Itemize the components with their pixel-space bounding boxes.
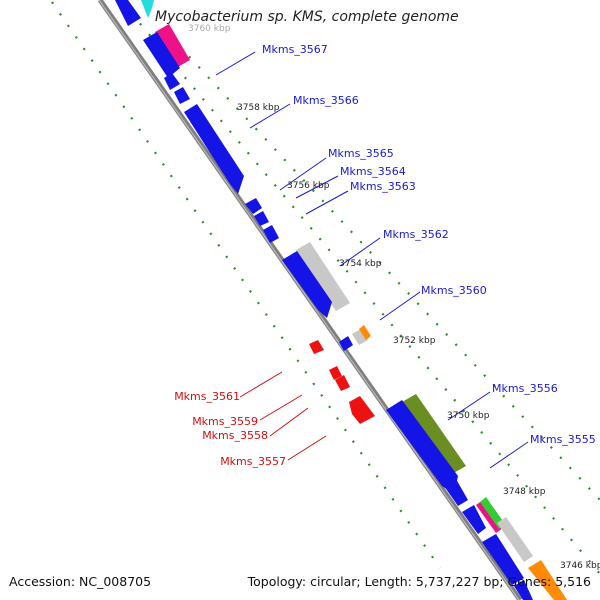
genome-axis [97, 0, 523, 600]
gene-label[interactable]: Mkms_3561 [174, 390, 240, 403]
gene-arrow [115, 0, 141, 26]
gene-label[interactable]: Mkms_3555 [530, 433, 596, 446]
gene-label[interactable]: Mkms_3556 [492, 382, 558, 395]
gene-arrow [335, 375, 350, 391]
gene-label[interactable]: Mkms_3559 [192, 415, 258, 428]
map-title: Mycobacterium sp. KMS, complete genome [155, 9, 459, 25]
orange-feature [359, 325, 371, 340]
reverse-strand-track [309, 340, 375, 424]
gene-arrow [339, 336, 353, 351]
gene-label[interactable]: Mkms_3565 [328, 147, 394, 160]
label-leader-lines [215, 51, 529, 469]
gene-arrow [462, 505, 486, 534]
gene-arrow [329, 366, 342, 380]
scale-label: 3748 kbp [503, 487, 546, 497]
scale-labels: 3760 kbp 3758 kbp 3756 kbp 3754 kbp 3752… [188, 24, 600, 571]
scale-label: 3746 kbp [560, 561, 600, 571]
gene-arrow [254, 211, 269, 226]
gene-label[interactable]: Mkms_3558 [202, 429, 268, 442]
multicolor-feature [480, 497, 505, 529]
scale-label: 3758 kbp [237, 103, 280, 113]
gene-label[interactable]: Mkms_3564 [340, 165, 406, 178]
scale-label: 3752 kbp [393, 336, 436, 346]
scale-label: 3750 kbp [447, 411, 490, 421]
pink-feature [155, 24, 190, 68]
gene-arrow [174, 87, 190, 104]
scale-label: 3756 kbp [287, 181, 330, 191]
cyan-feature [141, 0, 154, 18]
gene-arrow [184, 104, 244, 194]
gray-feature [352, 329, 368, 345]
gene-arrow [482, 534, 524, 585]
gene-arrow [282, 251, 332, 318]
gene-label[interactable]: Mkms_3562 [383, 228, 449, 241]
gene-arrow [143, 32, 180, 78]
gene-label[interactable]: Mkms_3557 [220, 455, 286, 468]
feature-track [141, 0, 567, 600]
gray-feature [497, 517, 533, 562]
gene-label[interactable]: Mkms_3567 [262, 43, 328, 56]
gene-arrow [309, 340, 324, 354]
gene-arrow [444, 479, 468, 506]
gene-arrow [386, 400, 458, 494]
gene-arrow [245, 198, 262, 214]
forward-strand-track [115, 0, 533, 600]
gene-arrow [263, 225, 279, 243]
olive-feature [402, 394, 466, 474]
gene-label[interactable]: Mkms_3566 [293, 94, 359, 107]
orange-feature [528, 560, 567, 600]
gene-label[interactable]: Mkms_3563 [350, 180, 416, 193]
gene-arrow [164, 73, 180, 90]
scale-label: 3760 kbp [188, 24, 231, 34]
gray-feature [296, 242, 350, 311]
genome-summary-text: Topology: circular; Length: 5,737,227 bp… [247, 574, 591, 589]
gene-arrow [514, 580, 533, 600]
accession-text: Accession: NC_008705 [9, 574, 152, 589]
scale-label: 3754 kbp [339, 259, 382, 269]
gene-arrow [349, 396, 375, 424]
reverse-gene-labels: Mkms_3561 Mkms_3559 Mkms_3558 Mkms_3557 [174, 390, 286, 468]
forward-gene-labels: Mkms_3567 Mkms_3566 Mkms_3565 Mkms_3564 … [262, 43, 596, 446]
gene-label[interactable]: Mkms_3560 [421, 284, 487, 297]
